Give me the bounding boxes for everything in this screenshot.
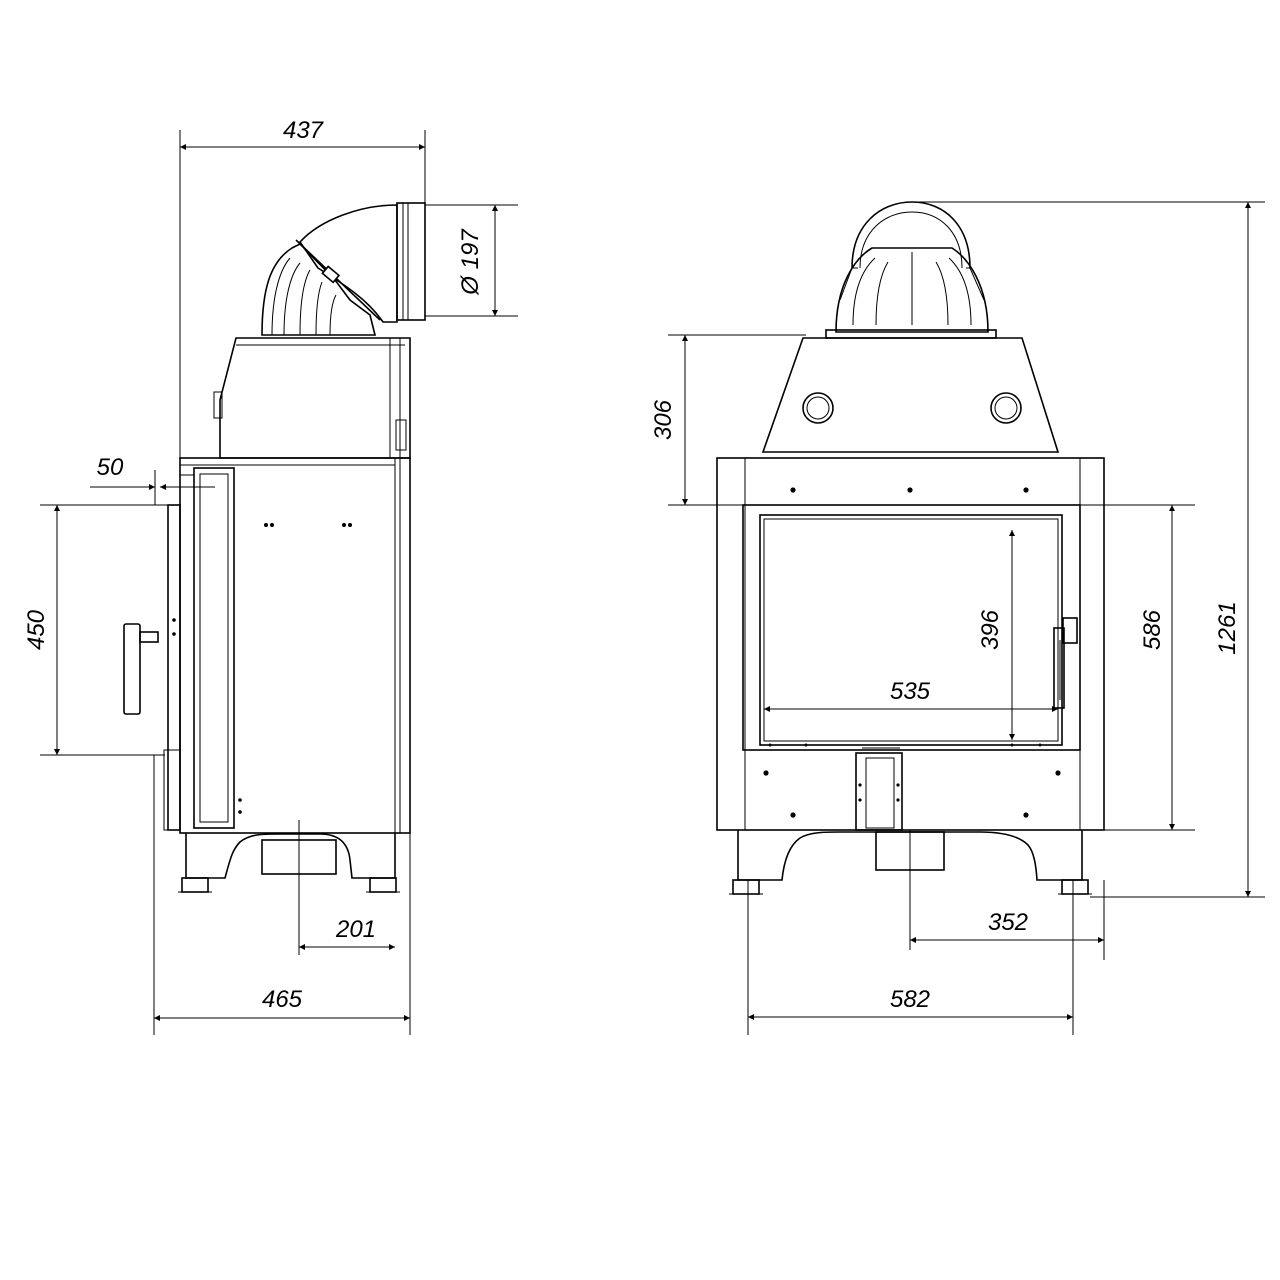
dim-1261: 1261	[912, 201, 1265, 898]
dim-label-50: 50	[97, 454, 124, 481]
dim-582: 582	[747, 880, 1074, 1035]
dim-535: 535	[764, 678, 1058, 712]
front-door-frame	[742, 504, 1081, 751]
dim-label-197: Ø 197	[457, 228, 484, 296]
side-hood	[219, 337, 411, 459]
glass-opening	[759, 514, 1063, 746]
front-hood	[761, 337, 1060, 453]
front-view: 306 1261 586 396 535 352	[650, 201, 1265, 1035]
door-latch	[1053, 617, 1078, 709]
dim-label-450: 450	[23, 609, 50, 650]
hood-port-left	[802, 392, 834, 424]
dim-465: 465	[153, 755, 411, 1035]
dim-label-586: 586	[1139, 609, 1166, 650]
dim-label-352: 352	[988, 909, 1028, 936]
side-legs	[185, 833, 396, 879]
air-regulator	[855, 747, 903, 831]
dim-437: 437	[179, 117, 426, 458]
dim-201: 201	[298, 820, 395, 955]
side-view: 437 Ø 197 50 450 201	[23, 117, 518, 1035]
dim-label-582: 582	[890, 986, 930, 1013]
flue-dome	[825, 201, 997, 339]
dim-label-465: 465	[262, 986, 303, 1013]
front-body	[716, 457, 1105, 831]
hood-port-right	[990, 392, 1022, 424]
dim-label-201: 201	[335, 916, 376, 943]
door-handle	[123, 623, 159, 715]
dim-label-396: 396	[977, 609, 1004, 650]
dim-586: 586	[1104, 505, 1195, 831]
side-body	[179, 457, 411, 834]
dim-352: 352	[909, 830, 1105, 960]
dim-396: 396	[977, 530, 1015, 740]
dim-label-535: 535	[890, 678, 931, 705]
dim-50: 50	[90, 454, 215, 505]
dim-label-1261: 1261	[1214, 601, 1241, 654]
dim-306: 306	[650, 334, 1195, 506]
dim-450: 450	[23, 504, 180, 756]
side-door-frame	[193, 467, 235, 829]
side-door	[167, 504, 181, 831]
convection-cover	[261, 239, 381, 336]
dim-197: Ø 197	[425, 204, 518, 317]
dim-label-306: 306	[650, 399, 677, 440]
dim-label-437: 437	[283, 117, 325, 144]
